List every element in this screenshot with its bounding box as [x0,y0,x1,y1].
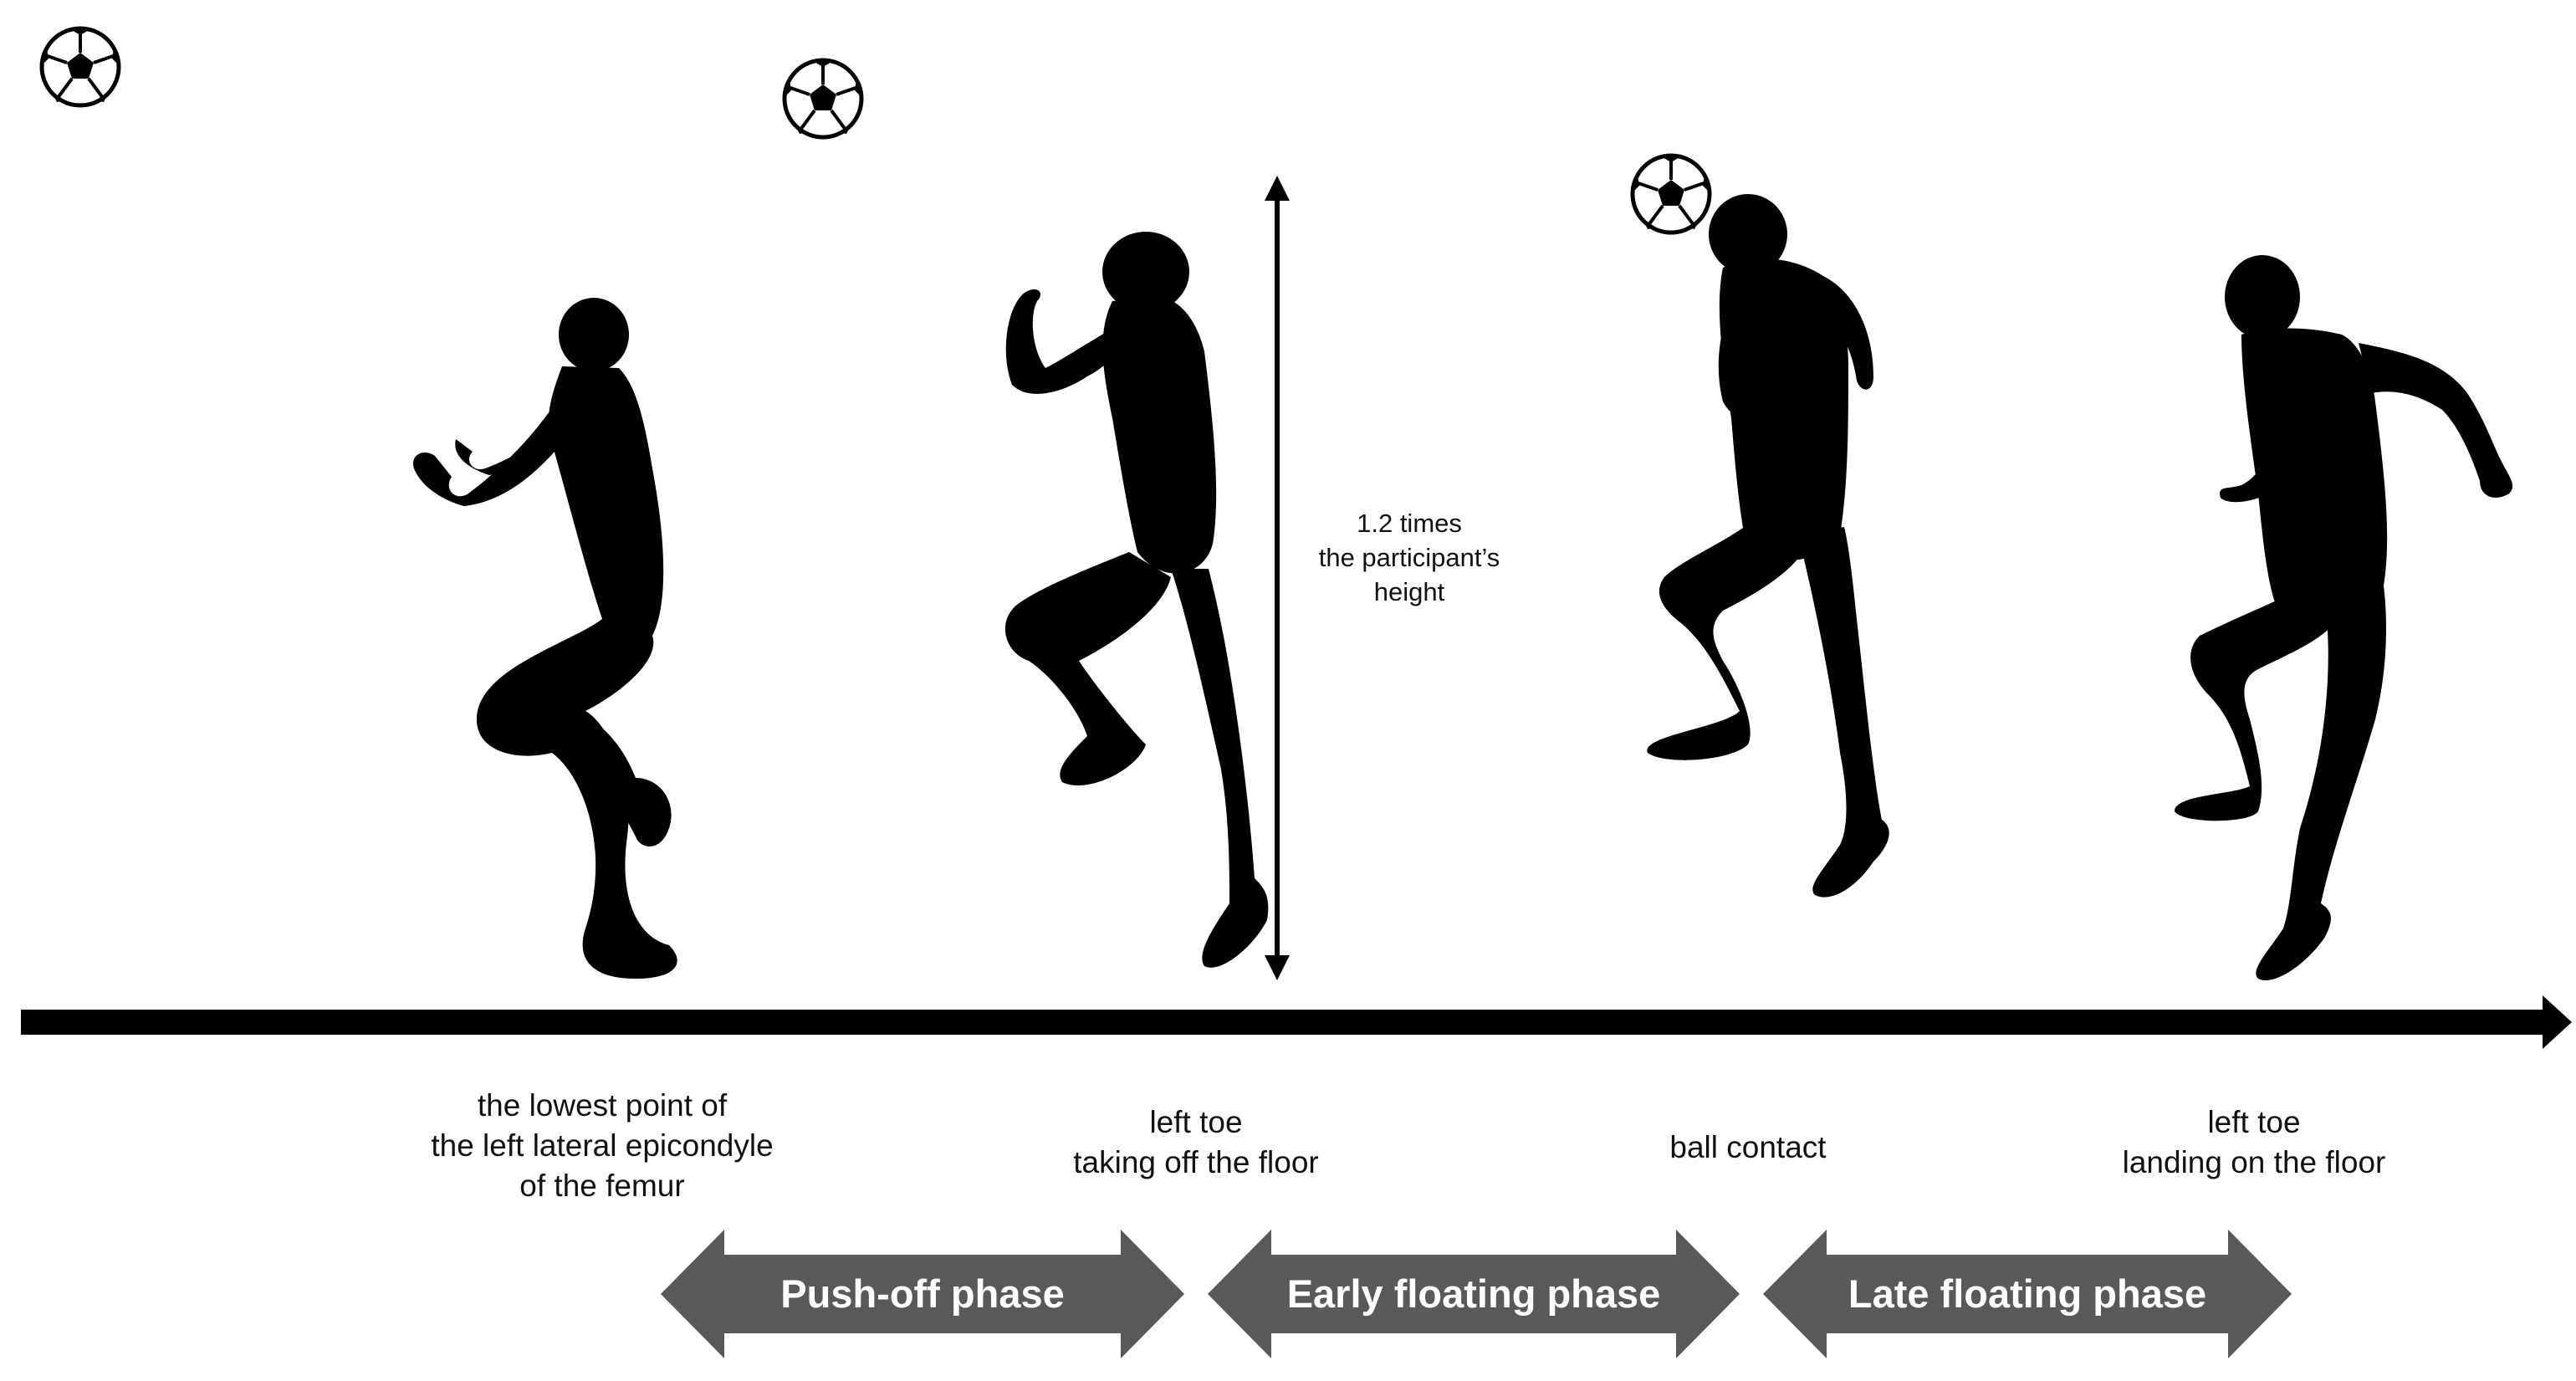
event-label-line: the lowest point of [477,1088,728,1123]
player-silhouette-icon [1004,232,1269,968]
height-note-line: 1.2 times [1357,509,1462,538]
phase-label-push-off: Push-off phase [780,1271,1065,1316]
height-note-line: height [1373,577,1445,606]
event-label-line: landing on the floor [2122,1145,2386,1179]
event-label-toe-landing: left toe landing on the floor [2066,1102,2442,1183]
event-label-line: left toe [2207,1105,2301,1139]
player-silhouette-icon [2175,255,2513,980]
height-annotation: 1.2 times the participant’s height [1271,506,1547,609]
phase-arrow-early-floating [1208,1230,1740,1358]
height-note-line: the participant’s [1318,543,1500,572]
event-label-line: ball contact [1669,1130,1827,1164]
phase-arrow-late-floating [1763,1230,2292,1358]
phase-label-late-floating: Late floating phase [1848,1271,2207,1316]
event-label-line: the left lateral epicondyle [431,1128,774,1163]
event-label-line: taking off the floor [1073,1145,1319,1179]
soccer-ball-icon [42,28,119,105]
timeline-arrow [21,995,2572,1049]
player-silhouette-icon [1647,194,1889,898]
phase-arrow-push-off [661,1230,1184,1358]
event-label-lowest-point: the lowest point of the left lateral epi… [368,1086,836,1206]
event-label-line: of the femur [519,1169,685,1203]
event-label-toe-off: left toe taking off the floor [987,1102,1405,1183]
soccer-ball-icon [785,60,861,137]
event-label-ball-contact: ball contact [1572,1128,1924,1168]
soccer-ball-icon [1633,156,1710,233]
event-label-line: left toe [1149,1105,1243,1139]
phase-label-early-floating: Early floating phase [1286,1271,1661,1316]
height-arrow [1265,176,1290,980]
player-silhouette-icon [413,298,677,979]
